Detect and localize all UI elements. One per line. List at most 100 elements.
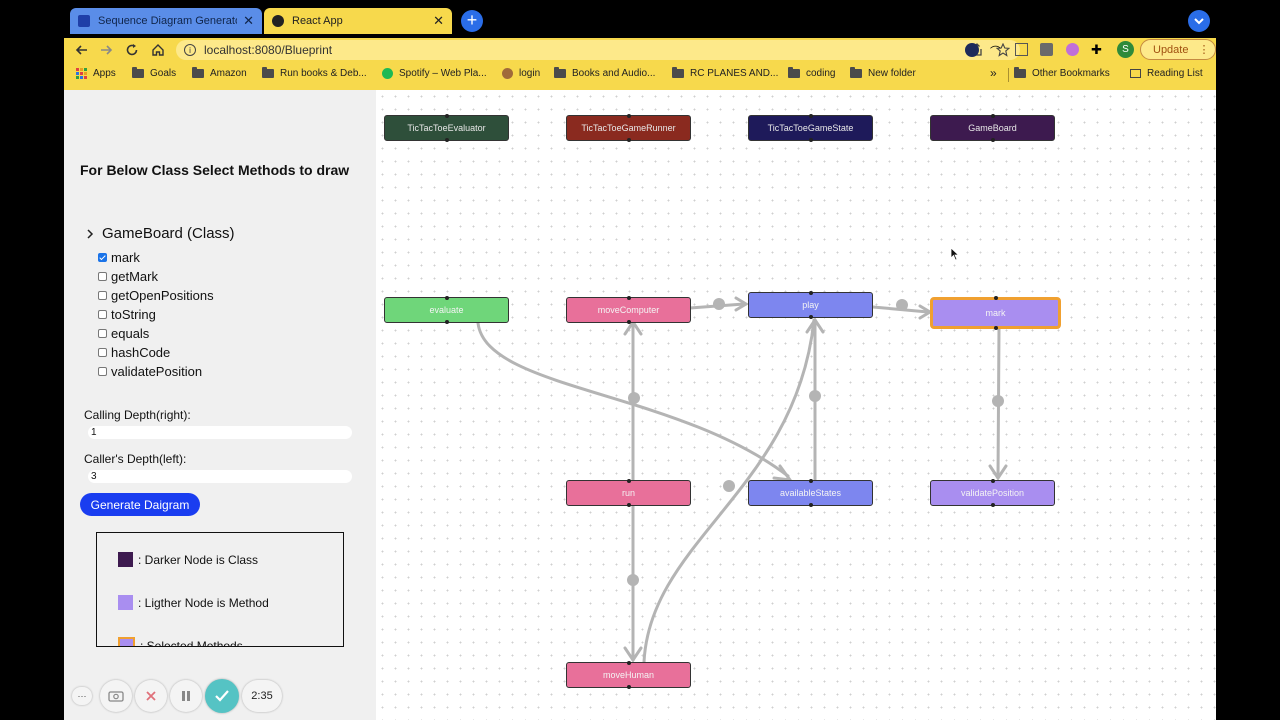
node-handle[interactable] (990, 479, 995, 483)
node-handle[interactable] (808, 114, 813, 118)
method-node-mark-selected[interactable]: mark (930, 296, 1061, 330)
close-icon[interactable]: ✕ (243, 13, 254, 28)
node-handle[interactable] (626, 685, 631, 689)
checkbox[interactable] (98, 367, 107, 376)
home-icon[interactable] (150, 42, 166, 58)
node-handle[interactable] (626, 503, 631, 507)
node-handle[interactable] (808, 291, 813, 295)
diagram-canvas[interactable] (376, 90, 1216, 720)
node-handle[interactable] (444, 138, 449, 142)
method-node-validateposition[interactable]: validatePosition (930, 479, 1055, 507)
node-handle[interactable] (444, 114, 449, 118)
info-icon[interactable]: i (184, 44, 196, 56)
node-handle[interactable] (626, 296, 631, 300)
node-handle[interactable] (990, 114, 995, 118)
folder-icon (554, 67, 566, 78)
method-node-play[interactable]: play (748, 291, 873, 319)
recorder-pause-button[interactable] (170, 680, 202, 712)
bookmark-amazon[interactable]: Amazon (192, 67, 247, 79)
node-handle[interactable] (993, 296, 998, 300)
node-handle[interactable] (808, 479, 813, 483)
extensions-puzzle-icon[interactable]: ✚ (1091, 42, 1102, 57)
tab-react-app[interactable]: React App ✕ (264, 8, 452, 34)
node-handle[interactable] (993, 326, 998, 330)
recorder-cancel-button[interactable] (135, 680, 167, 712)
check-icon (215, 690, 229, 702)
back-icon[interactable] (74, 42, 90, 58)
star-icon[interactable] (996, 43, 1010, 57)
node-handle[interactable] (626, 320, 631, 324)
recorder-more-button[interactable]: ··· (72, 687, 92, 705)
class-tree-toggle[interactable]: GameBoard (Class) (84, 225, 235, 242)
node-handle[interactable] (626, 479, 631, 483)
node-handle[interactable] (444, 296, 449, 300)
tab-sequence-diagram[interactable]: Sequence Diagram Generator ✕ (70, 8, 262, 34)
extension-grid-icon[interactable] (1015, 43, 1028, 56)
method-checkbox-tostring[interactable]: toString (98, 307, 156, 322)
generate-diagram-button[interactable]: Generate Daigram (80, 493, 200, 516)
checkbox[interactable] (98, 272, 107, 281)
node-handle[interactable] (626, 138, 631, 142)
class-node-tictactoegamestate[interactable]: TicTacToeGameState (748, 114, 873, 142)
extension-1password-icon[interactable] (965, 43, 979, 57)
bookmarks-more-button[interactable]: » (990, 66, 997, 80)
node-handle[interactable] (626, 114, 631, 118)
class-node-tictactoegamerunner[interactable]: TicTacToeGameRunner (566, 114, 691, 142)
checkbox[interactable] (98, 310, 107, 319)
calling-depth-input[interactable]: 1 (88, 426, 352, 439)
method-node-movecomputer[interactable]: moveComputer (566, 296, 691, 324)
forward-icon[interactable] (98, 42, 114, 58)
class-node-tictactoeevaluator[interactable]: TicTacToeEvaluator (384, 114, 509, 142)
method-node-evaluate[interactable]: evaluate (384, 296, 509, 324)
bookmark-login[interactable]: login (502, 68, 540, 79)
method-checkbox-mark[interactable]: mark (98, 250, 140, 265)
extension-wave-icon[interactable]: ⌒ (990, 46, 1001, 58)
address-bar[interactable]: i localhost:8080/Blueprint (176, 40, 1020, 60)
update-button[interactable]: Update ⋮ (1140, 39, 1216, 60)
method-checkbox-validateposition[interactable]: validatePosition (98, 364, 202, 379)
bookmark-other[interactable]: Other Bookmarks (1014, 67, 1110, 79)
reload-icon[interactable] (124, 42, 140, 58)
node-handle[interactable] (990, 138, 995, 142)
checkbox[interactable] (98, 253, 107, 262)
extension-flower-icon[interactable] (1066, 43, 1079, 56)
node-handle[interactable] (808, 315, 813, 319)
bookmark-goals[interactable]: Goals (132, 67, 176, 79)
bookmark-new-folder[interactable]: New folder (850, 67, 916, 79)
method-checkbox-hashcode[interactable]: hashCode (98, 345, 170, 360)
bookmark-spotify[interactable]: Spotify – Web Pla... (382, 68, 487, 79)
method-checkbox-getopenpositions[interactable]: getOpenPositions (98, 288, 214, 303)
node-handle[interactable] (808, 503, 813, 507)
recorder-camera-button[interactable] (100, 680, 132, 712)
node-handle[interactable] (626, 661, 631, 665)
bookmark-reading-list[interactable]: Reading List (1130, 68, 1203, 79)
extension-box-icon[interactable] (1040, 43, 1053, 56)
method-node-movehuman[interactable]: moveHuman (566, 661, 691, 689)
node-handle[interactable] (808, 138, 813, 142)
node-handle[interactable] (990, 503, 995, 507)
recorder-done-button[interactable] (205, 679, 239, 713)
node-handle[interactable] (444, 320, 449, 324)
bookmark-run-books[interactable]: Run books & Deb... (262, 67, 367, 79)
checkbox[interactable] (98, 348, 107, 357)
method-selection-panel (64, 90, 376, 720)
bookmarks-bar: Apps Goals Amazon Run books & Deb... Spo… (64, 62, 1216, 90)
method-checkbox-getmark[interactable]: getMark (98, 269, 158, 284)
method-node-availablestates[interactable]: availableStates (748, 479, 873, 507)
method-checkbox-equals[interactable]: equals (98, 326, 149, 341)
bookmark-apps[interactable]: Apps (76, 68, 116, 79)
class-node-gameboard[interactable]: GameBoard (930, 114, 1055, 142)
new-tab-button[interactable]: + (461, 10, 483, 32)
profile-avatar[interactable]: S (1117, 41, 1134, 58)
close-icon[interactable]: ✕ (433, 13, 444, 28)
checkbox[interactable] (98, 329, 107, 338)
method-node-run[interactable]: run (566, 479, 691, 507)
bookmark-coding[interactable]: coding (788, 67, 835, 79)
bookmark-label: RC PLANES AND... (690, 68, 779, 79)
checkbox[interactable] (98, 291, 107, 300)
url-text: localhost:8080/Blueprint (204, 43, 333, 57)
bookmark-rc-planes[interactable]: RC PLANES AND... (672, 67, 779, 79)
caller-depth-input[interactable]: 3 (88, 470, 352, 483)
tab-search-button[interactable] (1188, 10, 1210, 32)
bookmark-books[interactable]: Books and Audio... (554, 67, 655, 79)
